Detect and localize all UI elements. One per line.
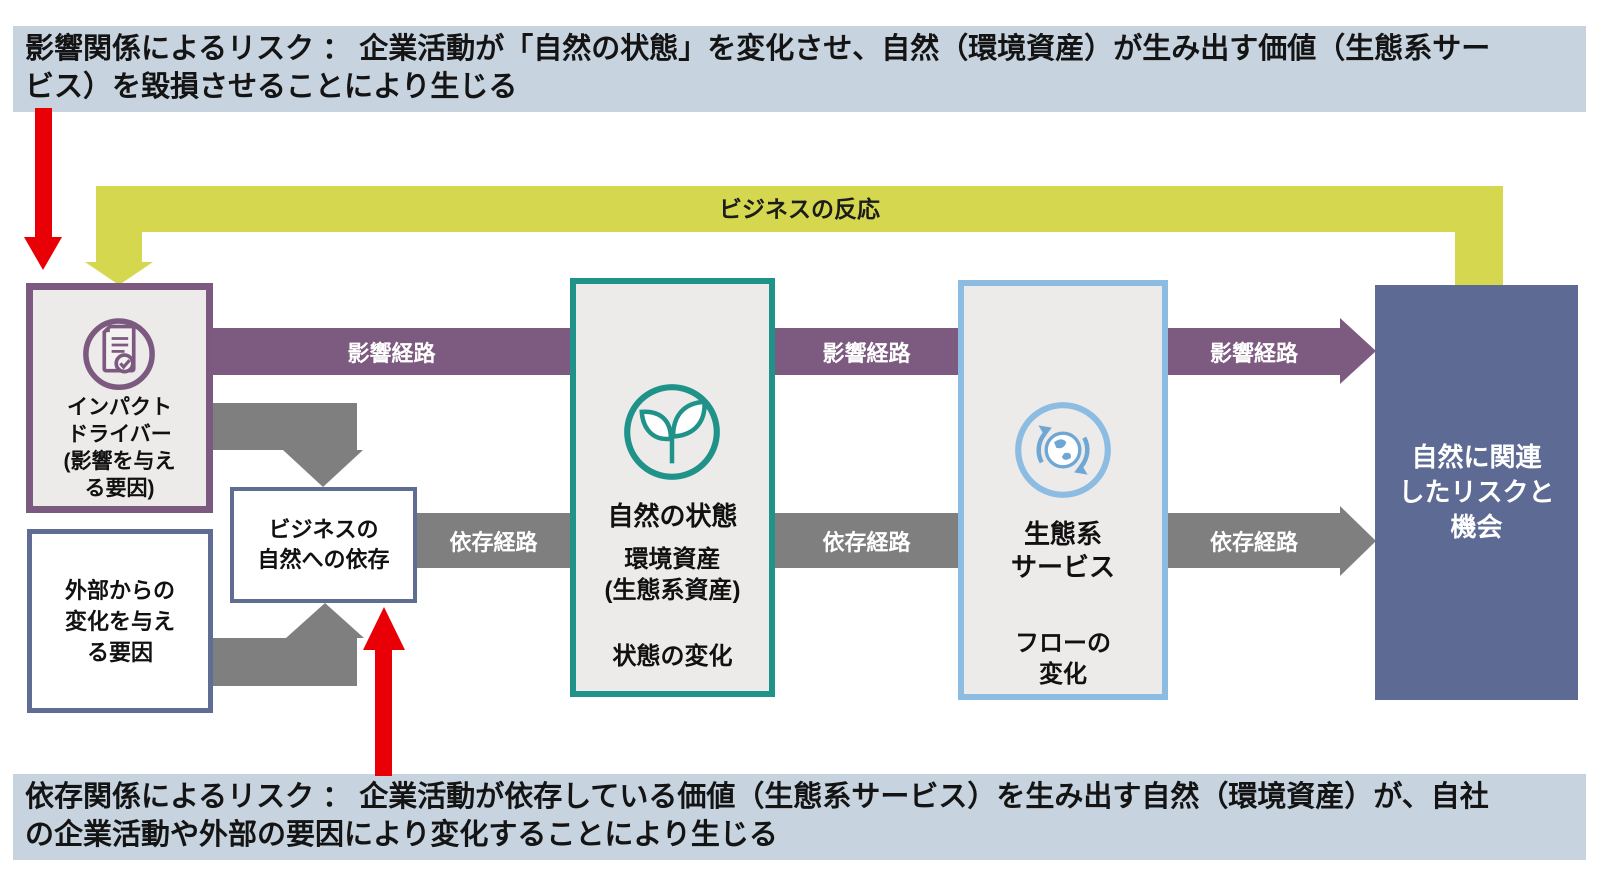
dependency-risk-pointer-arrow	[363, 607, 405, 650]
dependency-pathway-label: 依存経路	[1209, 529, 1298, 555]
nature-state-subtitle: 環境資産 (生態系資産)	[604, 546, 741, 604]
external-to-dependency-arrowhead	[286, 603, 364, 638]
external-factors-box: 外部からの 変化を与え る要因	[27, 529, 213, 713]
nature-state-box: 自然の状態 環境資産 (生態系資産) 状態の変化	[570, 278, 775, 697]
impact-to-dependency-arrow	[213, 403, 357, 450]
dependency-risk-banner: 依存関係によるリスク ： 企業活動が依存している価値（生態系サービス）を生み出す…	[13, 774, 1586, 860]
leaf-icon	[624, 384, 720, 480]
impact-to-dependency-arrowhead	[283, 450, 363, 487]
impact-risk-banner: 影響関係によるリスク ： 企業活動が「自然の状態」を変化させ、自然（環境資産）が…	[13, 26, 1586, 112]
business-dependency-label: ビジネスの 自然への依存	[257, 517, 390, 572]
business-response-label: ビジネスの反応	[719, 196, 880, 222]
external-factors-label: 外部からの 変化を与え る要因	[64, 577, 175, 665]
business-response-band	[96, 186, 1503, 232]
risk-opportunity-label: 自然に関連 したリスクと 機会	[1398, 442, 1555, 542]
document-check-icon	[83, 318, 155, 391]
dependency-pathway-label: 依存経路	[449, 529, 538, 555]
business-response-band-right-leg	[1455, 232, 1503, 286]
dependency-risk-pointer-shaft	[375, 648, 392, 776]
impact-pathway-arrow-2: 影響経路	[775, 328, 958, 375]
globe-cycle-icon	[1015, 402, 1111, 498]
dependency-pathway-arrow-3: 依存経路	[1168, 513, 1340, 568]
impact-pathway-label: 影響経路	[347, 340, 436, 366]
external-to-dependency-arrow	[213, 638, 357, 686]
impact-pathway-arrow-1: 影響経路	[213, 328, 570, 375]
impact-risk-pointer-arrow	[24, 237, 62, 270]
ecosystem-services-box: 生態系 サービス フローの 変化	[958, 280, 1168, 700]
ecosystem-services-title: 生態系 サービス	[1010, 519, 1115, 582]
impact-risk-pointer-shaft	[35, 108, 52, 237]
business-dependency-box: ビジネスの 自然への依存	[230, 487, 417, 603]
impact-pathway-label: 影響経路	[1209, 340, 1298, 366]
business-response-arrowhead	[85, 262, 153, 285]
nature-state-title: 自然の状態	[607, 501, 738, 531]
dependency-pathway-arrowhead	[1340, 506, 1376, 576]
ecosystem-services-change: フローの 変化	[1015, 630, 1111, 688]
business-response-band-left-leg	[96, 232, 142, 263]
risk-opportunity-box: 自然に関連 したリスクと 機会	[1375, 285, 1578, 700]
impact-pathway-label: 影響経路	[822, 340, 911, 366]
dependency-pathway-arrow-1: 依存経路	[417, 513, 570, 568]
nature-state-change: 状態の変化	[612, 643, 733, 670]
impact-pathway-arrow-3: 影響経路	[1168, 328, 1340, 375]
impact-pathway-arrowhead	[1340, 318, 1376, 384]
impact-driver-box: インパクト ドライバー (影響を与え る要因)	[26, 283, 213, 513]
dependency-pathway-arrow-2: 依存経路	[775, 513, 958, 568]
impact-driver-label: インパクト ドライバー (影響を与え る要因)	[63, 396, 176, 500]
dependency-pathway-label: 依存経路	[822, 529, 911, 555]
